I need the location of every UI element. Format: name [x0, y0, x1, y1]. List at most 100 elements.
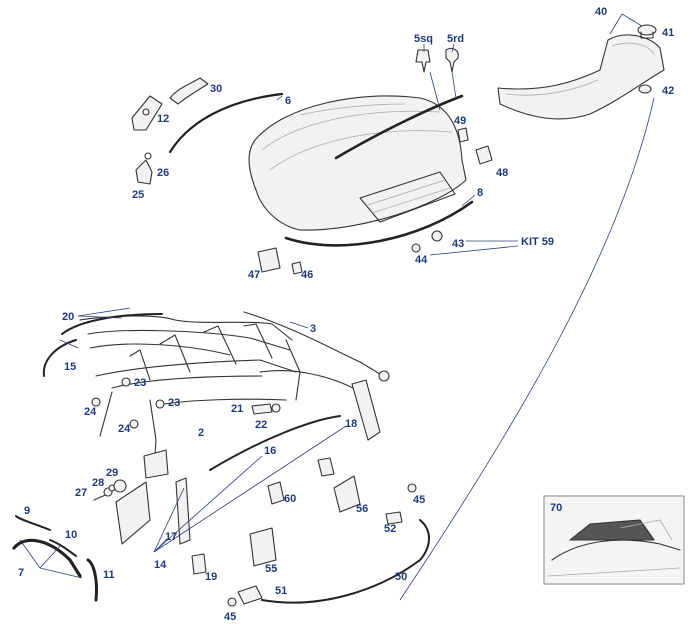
callout-27: 27	[75, 487, 87, 499]
washer-24b	[129, 419, 139, 429]
callout-55: 55	[265, 563, 277, 575]
rear-bow-seal-8	[284, 200, 474, 247]
callout-43: 43	[452, 238, 464, 250]
callout-46: 46	[301, 269, 313, 281]
callout-kit59: KIT 59	[521, 236, 554, 248]
callout-70: 70	[550, 502, 562, 514]
callout-45a: 45	[413, 494, 425, 506]
callout-25: 25	[132, 189, 144, 201]
callout-44: 44	[415, 254, 428, 266]
callout-60: 60	[284, 493, 296, 505]
inset-70	[543, 495, 685, 585]
clip-19	[191, 553, 207, 575]
callout-16: 16	[264, 445, 276, 457]
boot-cover-frame-40	[497, 34, 665, 120]
bracket-47	[257, 247, 281, 273]
screw-44	[411, 243, 421, 253]
cable-3	[243, 311, 381, 375]
header-rail-seal-20	[61, 313, 163, 335]
callout-45b: 45	[224, 611, 236, 623]
callout-5rd: 5rd	[447, 33, 464, 45]
seal-9	[15, 515, 51, 531]
bracket-56	[333, 475, 361, 513]
catch-12	[131, 95, 163, 131]
callout-42: 42	[662, 85, 674, 97]
clip-5rd	[445, 47, 459, 73]
washer-24a	[91, 397, 101, 407]
callout-21: 21	[231, 403, 243, 415]
callout-28: 28	[92, 477, 104, 489]
side-rail-seal-16	[209, 415, 341, 471]
washer-45a	[407, 483, 417, 493]
clip-26	[144, 152, 152, 160]
seal-11	[86, 558, 98, 602]
callout-3: 3	[310, 323, 316, 335]
callout-41: 41	[662, 27, 674, 39]
bracket-55	[249, 527, 277, 567]
clip-top-60	[317, 457, 335, 477]
callout-49: 49	[454, 115, 466, 127]
callout-11: 11	[103, 569, 115, 581]
callout-30: 30	[210, 83, 222, 95]
bracket-3-end	[378, 370, 390, 382]
bracket-48	[475, 145, 493, 165]
callout-2: 2	[198, 427, 204, 439]
callout-26: 26	[157, 167, 169, 179]
bushing-29	[113, 479, 127, 493]
bracket-17	[175, 477, 191, 545]
seal-7	[12, 538, 82, 578]
callout-47: 47	[248, 269, 260, 281]
washer-23b	[155, 399, 165, 409]
callout-51: 51	[275, 585, 287, 597]
knob-41	[637, 24, 657, 39]
callout-23a: 23	[134, 377, 146, 389]
callout-12: 12	[157, 113, 169, 125]
header-seal-6	[168, 92, 284, 154]
rear-post-18	[351, 379, 381, 441]
callout-40: 40	[595, 6, 607, 18]
callout-9: 9	[24, 505, 30, 517]
callout-labels: 40 41 42 5sq 5rd 30 6 12 49 48 26 25 8 4…	[18, 6, 674, 623]
washer-43	[431, 230, 443, 242]
callout-50: 50	[395, 571, 407, 583]
callout-22: 22	[255, 419, 267, 431]
callout-56: 56	[356, 503, 368, 515]
bracket-60	[267, 481, 285, 505]
callout-20: 20	[62, 311, 74, 323]
clip-5sq	[415, 49, 431, 73]
hood-frame	[79, 315, 361, 479]
callout-19: 19	[205, 571, 217, 583]
callout-24a: 24	[84, 406, 97, 418]
callout-52: 52	[384, 523, 396, 535]
callout-24b: 24	[118, 423, 131, 435]
leader-lines	[19, 13, 655, 601]
bracket-25	[135, 159, 153, 185]
bracket-plate	[115, 481, 151, 545]
callout-7: 7	[18, 567, 24, 579]
seal-50	[261, 519, 430, 604]
callout-18: 18	[345, 418, 357, 430]
callout-17: 17	[165, 531, 177, 543]
pivot-21-22	[251, 403, 281, 415]
callout-6: 6	[285, 95, 291, 107]
washer-45b	[227, 597, 237, 607]
bracket-49	[457, 127, 469, 143]
callout-15: 15	[64, 361, 76, 373]
seal-10	[49, 539, 77, 557]
callout-48: 48	[496, 167, 508, 179]
hood-cover	[248, 95, 467, 231]
callout-14: 14	[154, 559, 167, 571]
callout-23b: 23	[168, 397, 180, 409]
side-rail-15	[42, 339, 77, 377]
hood-rail-seal	[334, 94, 464, 160]
washer-23a	[121, 377, 131, 387]
callout-8: 8	[477, 187, 483, 199]
callout-29: 29	[106, 467, 118, 479]
bracket-30	[169, 77, 209, 105]
callout-10: 10	[65, 529, 77, 541]
callout-5sq: 5sq	[414, 33, 433, 45]
grommet-42	[638, 84, 652, 94]
clip-46	[291, 261, 303, 275]
clip-52	[385, 511, 403, 525]
